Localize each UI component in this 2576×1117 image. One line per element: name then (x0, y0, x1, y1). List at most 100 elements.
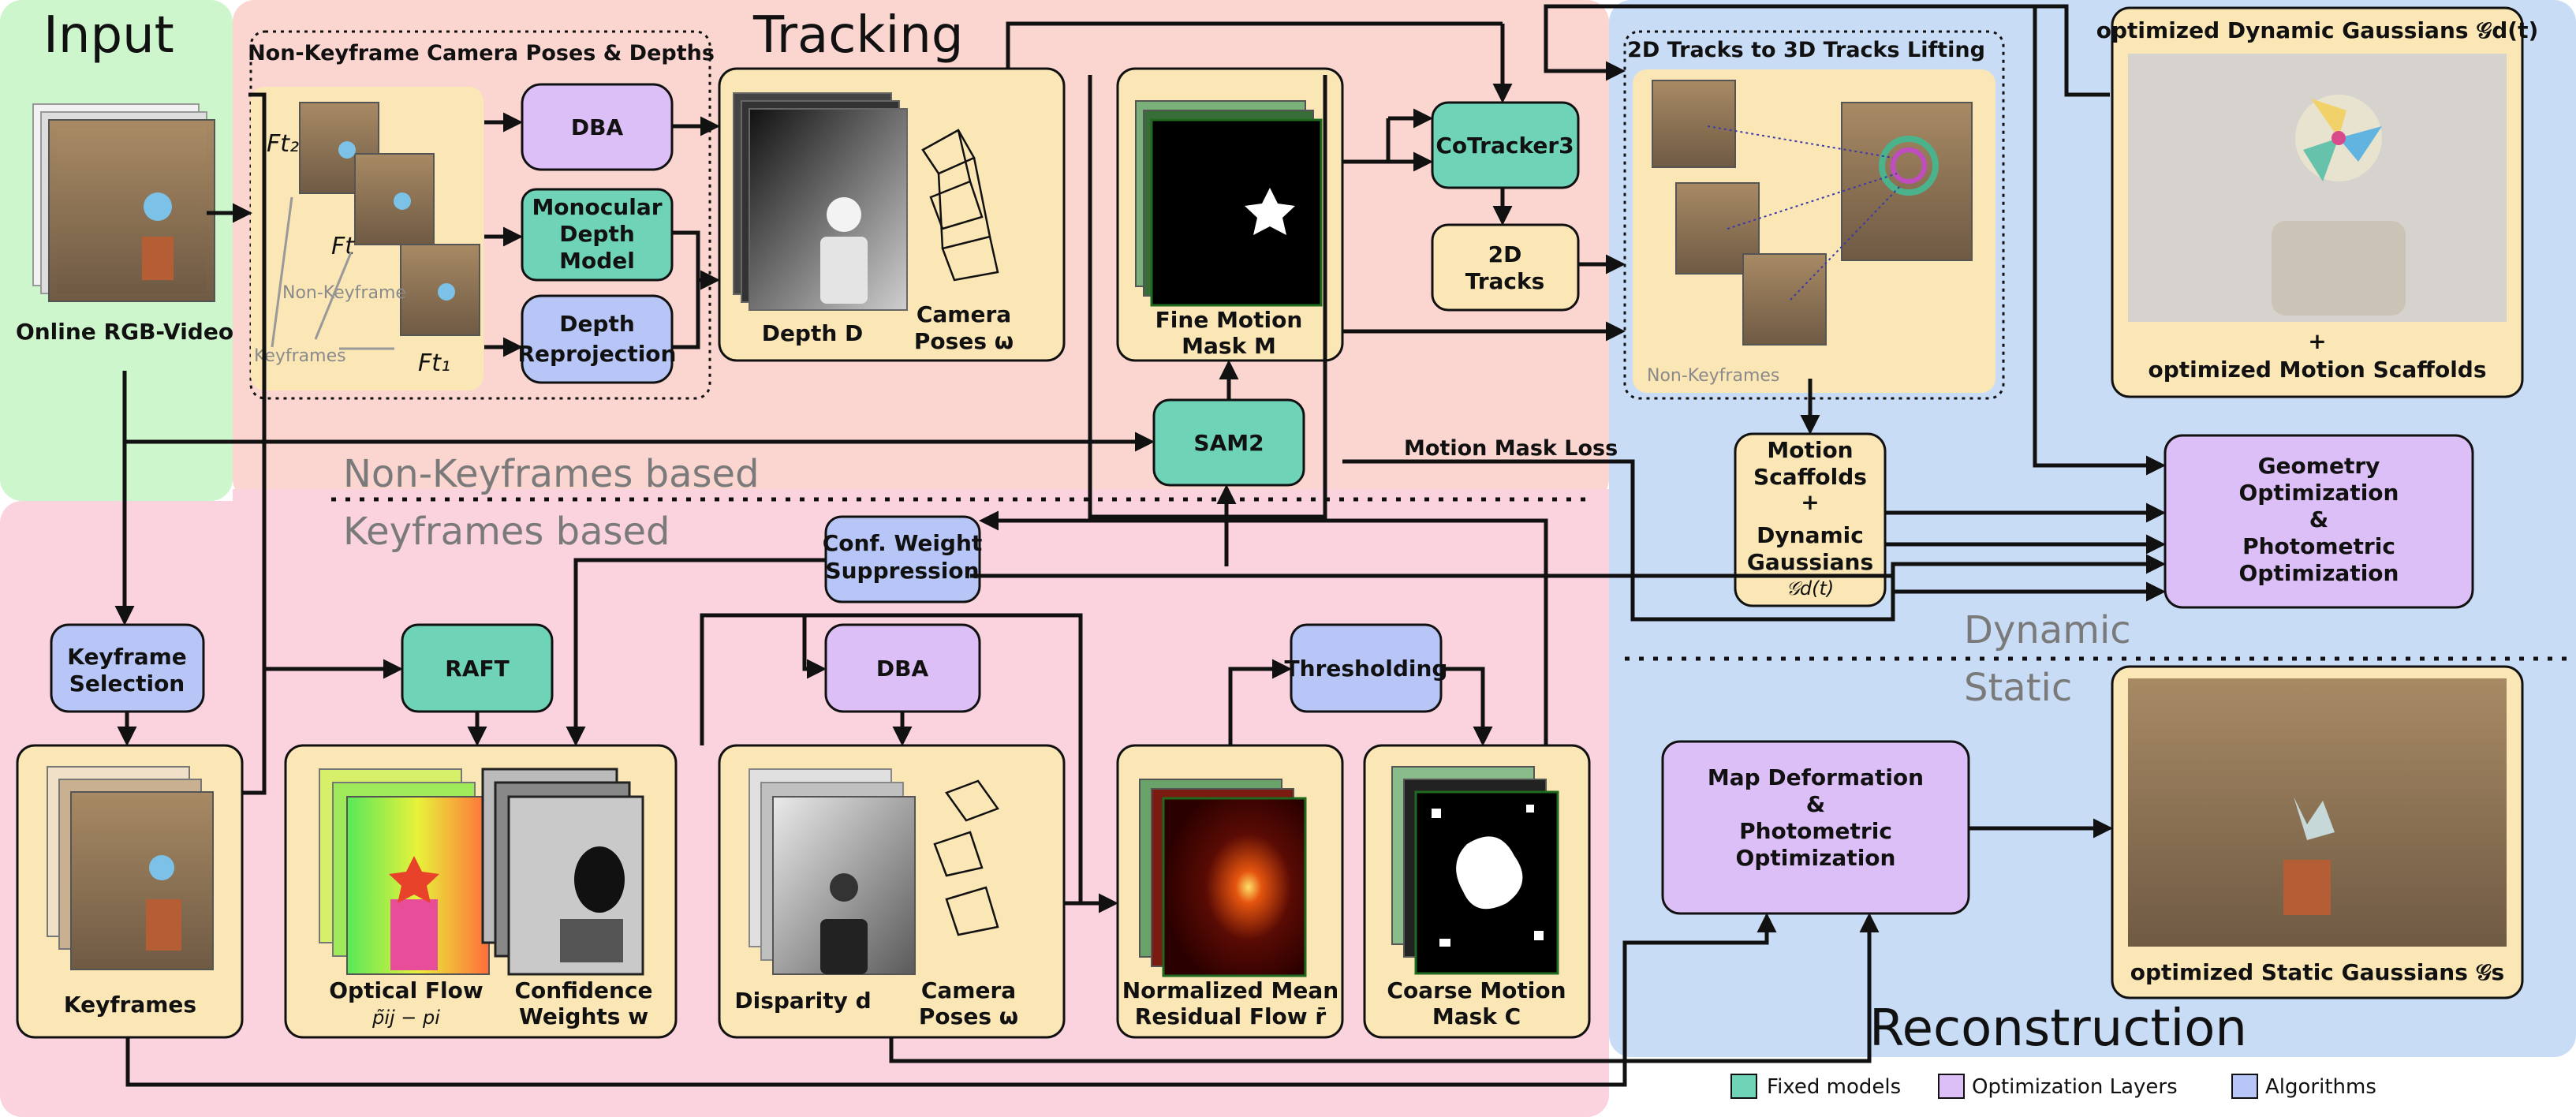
legend: Fixed models Optimization Layers Algorit… (1730, 1074, 2376, 1099)
coarse-mask-stack (1391, 766, 1559, 975)
cotracker-label: CoTracker3 (1435, 133, 1574, 159)
legend-label-algo: Algorithms (2265, 1075, 2376, 1099)
conf-suppr-line2: Suppression (825, 558, 979, 584)
ft2-label: Ft₂ (267, 130, 299, 158)
optical-flow-line2: p̃ij − pi (371, 1007, 440, 1029)
geom-line4: Photometric (2242, 533, 2395, 559)
legend-swatch-fixed (1730, 1074, 1757, 1099)
fine-mask-line1: Fine Motion (1155, 307, 1303, 333)
coarse-mask-line2: Mask C (1432, 1003, 1521, 1029)
coarse-mask-line1: Coarse Motion (1387, 977, 1566, 1003)
keyframe-sel-line2: Selection (69, 671, 185, 697)
dba-bottom-label: DBA (876, 656, 929, 682)
depth-reproj-line1: Depth (559, 311, 635, 337)
non-keyframe-poses-title: Non-Keyframe Camera Poses & Depths (248, 41, 715, 65)
fine-mask-stack (1135, 100, 1323, 307)
map-deform-line4: Optimization (1736, 845, 1896, 871)
conf-weights-line2: Weights w (519, 1003, 648, 1029)
camera-poses-top-line2: Poses ω (914, 328, 1014, 354)
conf-weights-line1: Confidence (514, 977, 652, 1003)
ms-line2: Scaffolds (1753, 464, 1867, 490)
mono-depth-line3: Model (559, 248, 635, 274)
geom-line1: Geometry (2258, 453, 2380, 479)
geom-line5: Optimization (2239, 560, 2399, 586)
tracking-title: Tracking (752, 6, 963, 65)
legend-label-fixed: Fixed models (1767, 1075, 1901, 1099)
residual-line2: Residual Flow r̄ (1135, 1003, 1327, 1029)
residual-line1: Normalized Mean (1122, 977, 1339, 1003)
non-keyframe-poses-group (249, 30, 711, 400)
lifting-title: 2D Tracks to 3D Tracks Lifting (1627, 38, 1985, 62)
confidence-stack (481, 768, 644, 976)
keyframes-small-label: Keyframes (254, 346, 346, 366)
online-video-label: Online RGB-Video (16, 319, 233, 345)
disparity-label: Disparity d (734, 988, 871, 1014)
ms-line3: + (1801, 489, 1819, 515)
map-deform-line1: Map Deformation (1708, 764, 1924, 790)
keyframes-region-top-fill (233, 489, 1609, 521)
non-keyframes-based-label: Non-Keyframes based (343, 452, 760, 496)
non-keyframe-small-label: Non-Keyframe (282, 283, 406, 303)
dba-top-label: DBA (571, 114, 624, 140)
camera-frustums-bottom (933, 779, 999, 936)
ms-line1: Motion (1767, 437, 1853, 463)
opt-static-label: optimized Static Gaussians 𝒢s (2130, 959, 2504, 985)
camera-poses-top-line1: Camera (917, 301, 1011, 327)
keyframes-stack (47, 766, 214, 970)
motion-mask-loss-label: Motion Mask Loss (1404, 436, 1618, 461)
non-keyframe-images (299, 102, 480, 336)
mono-depth-line2: Depth (559, 221, 635, 247)
keyframes-based-label: Keyframes based (343, 510, 670, 554)
optical-flow-stack (319, 768, 490, 975)
residual-stack (1139, 779, 1307, 977)
thresholding-label: Thresholding (1285, 656, 1448, 682)
conf-suppr-line1: Conf. Weight (823, 530, 983, 556)
legend-swatch-algo (2231, 1074, 2258, 1099)
legend-label-optim: Optimization Layers (1972, 1075, 2178, 1099)
depth-d-label: Depth D (762, 320, 864, 346)
depth-reproj-box[interactable] (521, 294, 674, 384)
keyframes-label: Keyframes (64, 992, 196, 1018)
geom-line2: Optimization (2239, 480, 2399, 506)
pinwheel-icon (2272, 95, 2406, 316)
lifting-images (1652, 80, 1973, 346)
reconstruction-title: Reconstruction (1869, 999, 2247, 1058)
input-title: Input (43, 6, 174, 65)
tracks2d-line1: 2D (1488, 241, 1522, 267)
opt-scaffolds-plus: + (2308, 328, 2326, 354)
opt-scaffolds-label: optimized Motion Scaffolds (2149, 357, 2487, 383)
ms-line5: Gaussians (1747, 549, 1873, 575)
raft-label: RAFT (445, 656, 509, 682)
sam2-label: SAM2 (1193, 430, 1264, 456)
camera-poses-bottom-line2: Poses ω (919, 1003, 1018, 1029)
depth-reproj-line2: Reprojection (518, 341, 677, 367)
keyframe-sel-line1: Keyframe (67, 644, 187, 670)
non-keyframes-small-label: Non-Keyframes (1647, 366, 1779, 386)
static-scene-icon (2283, 797, 2335, 915)
tracks2d-line2: Tracks (1465, 268, 1545, 294)
ms-line6: 𝒢d(t) (1786, 577, 1834, 600)
ms-line4: Dynamic (1757, 522, 1864, 548)
edges (114, 4, 2166, 1087)
online-video-frames (32, 103, 215, 302)
tracks2d-box[interactable] (1431, 223, 1580, 312)
depth-map-stack (733, 92, 908, 311)
ft1-label: Ft₁ (418, 349, 450, 377)
opt-dynamic-label: optimized Dynamic Gaussians 𝒢d(t) (2096, 17, 2539, 43)
camera-poses-bottom-line1: Camera (921, 977, 1016, 1003)
map-deform-line2: & (1806, 791, 1825, 817)
map-deform-line3: Photometric (1739, 818, 1892, 844)
dynamic-label: Dynamic (1964, 608, 2131, 652)
optical-flow-line1: Optical Flow (329, 977, 483, 1003)
camera-frustums-top (921, 129, 999, 282)
geom-line3: & (2309, 506, 2328, 532)
mono-depth-line1: Monocular (532, 194, 662, 220)
legend-swatch-optim (1938, 1074, 1965, 1099)
fine-mask-line2: Mask M (1182, 333, 1276, 359)
disparity-stack (749, 768, 916, 975)
lifting-group (1623, 30, 2005, 400)
static-label: Static (1964, 666, 2072, 710)
ft-label: Ft (331, 233, 355, 260)
keyframe-gray-arrows (271, 196, 394, 350)
